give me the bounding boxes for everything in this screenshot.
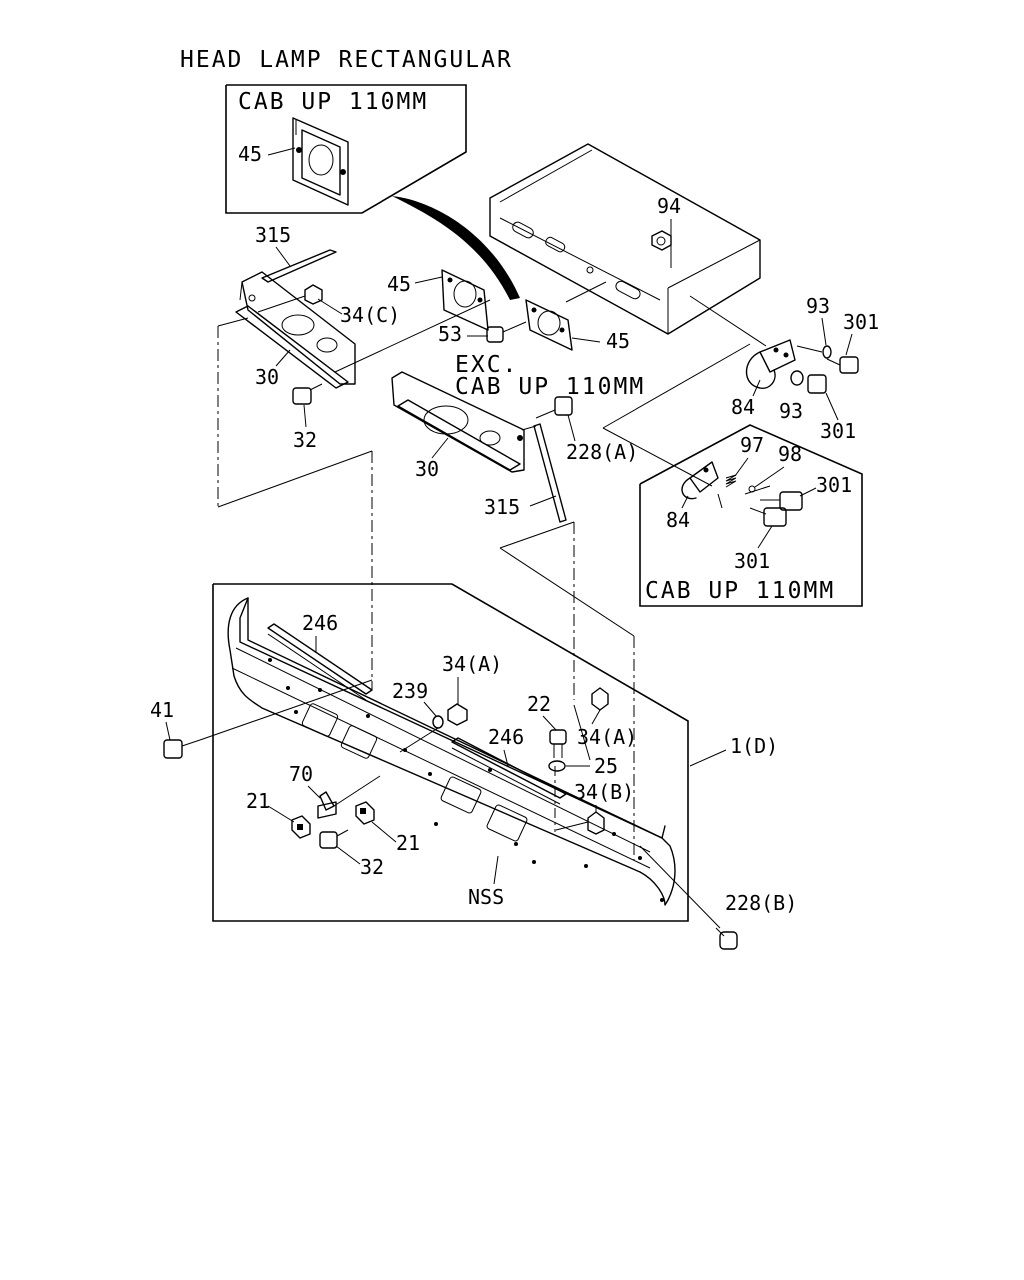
callout-34a-left: 34(A) <box>442 652 502 676</box>
dashed-guides <box>217 317 635 860</box>
nut-34a-left <box>447 703 468 726</box>
reinforcement-246-right <box>451 737 567 805</box>
washer-93-low <box>790 370 804 386</box>
washer-239 <box>432 715 444 729</box>
nut-94 <box>651 230 672 251</box>
inset-arrow <box>392 196 520 300</box>
bolt-301-top <box>826 356 859 374</box>
note-cab-up-right: CAB UP 110MM <box>645 578 835 604</box>
callout-34c: 34(C) <box>340 303 400 327</box>
stay-315-low <box>521 423 567 523</box>
callout-84-top: 84 <box>731 395 755 419</box>
callout-228b: 228(B) <box>725 891 797 915</box>
bracket-70 <box>317 791 337 819</box>
bracket-30-low <box>391 371 525 473</box>
callout-25: 25 <box>594 754 618 778</box>
callout-246-right: 246 <box>488 725 524 749</box>
callout-70: 70 <box>289 762 313 786</box>
callout-94: 94 <box>657 194 681 218</box>
note-exc-cab-up: CAB UP 110MM <box>455 374 645 400</box>
bumper-box <box>212 583 689 922</box>
bolt-228a <box>535 396 573 419</box>
note-cab-up-top: CAB UP 110MM <box>238 89 428 115</box>
callout-93-top: 93 <box>806 294 830 318</box>
callout-34a-right: 34(A) <box>577 725 637 749</box>
callout-41: 41 <box>150 698 174 722</box>
callout-301-inset-b: 301 <box>734 549 770 573</box>
bolt-32-top <box>292 383 323 405</box>
bolt-228b <box>715 927 738 950</box>
washer-25 <box>548 760 566 772</box>
callout-32-top: 32 <box>293 428 317 452</box>
spring-97 <box>717 474 737 509</box>
chassis-frame <box>489 143 761 335</box>
stay-315-top <box>261 249 337 283</box>
callout-301-low: 301 <box>820 419 856 443</box>
pin-98 <box>744 485 771 495</box>
washer-93-top <box>822 345 832 359</box>
callout-30-top: 30 <box>255 365 279 389</box>
tow-hook-84-top <box>745 339 796 389</box>
note-exc: EXC. <box>455 352 518 378</box>
callout-301-inset-a: 301 <box>816 473 852 497</box>
bracket-30-top <box>235 271 356 389</box>
inset-cab-up-top: CAB UP 110MM 45 <box>225 84 467 214</box>
bracket-45-mid <box>441 269 489 331</box>
callout-30-low: 30 <box>415 457 439 481</box>
bolt-301-inset-b <box>749 507 787 527</box>
callout-21-right: 21 <box>396 831 420 855</box>
callout-nss: NSS <box>468 885 504 909</box>
bracket-45-right <box>525 299 573 351</box>
callout-53: 53 <box>438 322 462 346</box>
bolt-32-low <box>319 829 349 849</box>
callout-228a: 228(A) <box>566 440 638 464</box>
callout-45-right: 45 <box>606 329 630 353</box>
callout-34b: 34(B) <box>574 780 634 804</box>
callout-301-top: 301 <box>843 310 879 334</box>
bolt-301-inset-a <box>760 491 803 511</box>
nut-34a-right <box>591 687 609 711</box>
callout-315-top: 315 <box>255 223 291 247</box>
nut-34c <box>304 284 323 305</box>
callout-22: 22 <box>527 692 551 716</box>
callout-98: 98 <box>778 442 802 466</box>
reinforcement-246-left <box>267 623 373 701</box>
bolt-301-low <box>807 374 827 394</box>
clip-21-right <box>355 801 375 825</box>
front-bumper <box>227 597 676 906</box>
callout-32-low: 32 <box>360 855 384 879</box>
callout-246-left: 246 <box>302 611 338 635</box>
callout-84-inset: 84 <box>666 508 690 532</box>
clip-21-left <box>291 815 311 839</box>
callout-239: 239 <box>392 679 428 703</box>
callout-45-mid: 45 <box>387 272 411 296</box>
callout-1d: 1(D) <box>730 734 778 758</box>
callout-45-inset: 45 <box>238 142 262 166</box>
inset-cab-up-right: 97 98 301 84 301 CAB UP 110MM <box>602 343 863 607</box>
bolt-41 <box>163 739 201 759</box>
bolt-53 <box>486 321 527 343</box>
diagram-title: HEAD LAMP RECTANGULAR <box>180 47 513 73</box>
callout-315-low: 315 <box>484 495 520 519</box>
callout-97: 97 <box>740 433 764 457</box>
bracket-45-inset <box>292 117 349 206</box>
bolt-22 <box>549 729 567 758</box>
callout-21-left: 21 <box>246 789 270 813</box>
callout-93-low: 93 <box>779 399 803 423</box>
tow-hook-84-inset <box>681 461 719 500</box>
